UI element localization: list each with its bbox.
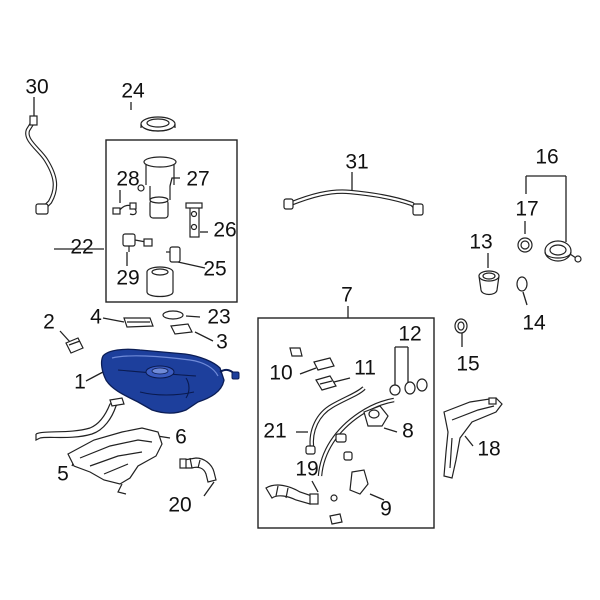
part-1-fuel-tank — [100, 348, 240, 414]
callout-8: 8 — [402, 420, 414, 443]
part-18-panel — [443, 397, 503, 479]
callout-2: 2 — [43, 311, 55, 334]
part-6-heat-shield — [67, 427, 163, 495]
part-2-bracket — [65, 337, 84, 354]
part-12-clamps — [389, 378, 428, 396]
callout-16: 16 — [535, 146, 558, 169]
part-20-hose — [179, 457, 217, 483]
callout-28: 28 — [116, 168, 139, 191]
part-11-bracket — [315, 375, 337, 391]
callout-27: 27 — [186, 168, 209, 191]
callout-12: 12 — [398, 323, 421, 346]
part-23-ring — [162, 310, 184, 320]
part-24-lock-ring — [140, 116, 176, 132]
callout-7: 7 — [341, 284, 353, 307]
callout-4: 4 — [90, 306, 102, 329]
part-10-bracket — [289, 347, 335, 371]
part-21-filler-pipe — [305, 386, 395, 477]
callout-5: 5 — [57, 463, 69, 486]
callout-23: 23 — [207, 306, 230, 329]
leader-lines — [33, 97, 567, 501]
callout-17: 17 — [515, 198, 538, 221]
part-15-gasket — [454, 318, 468, 334]
group-box-22 — [105, 139, 238, 303]
part-28-wiring — [112, 202, 137, 216]
callout-31: 31 — [345, 151, 368, 174]
callout-26: 26 — [213, 219, 236, 242]
callout-9: 9 — [380, 498, 392, 521]
callout-15: 15 — [456, 353, 479, 376]
part-3-clip — [170, 323, 193, 335]
part-5-tank-strap — [35, 397, 125, 441]
part-25-pump — [146, 246, 181, 298]
callout-14: 14 — [522, 312, 546, 335]
callout-1: 1 — [74, 371, 86, 394]
part-31-vapor-tube — [283, 189, 424, 216]
callout-18: 18 — [477, 438, 500, 461]
callout-6: 6 — [175, 426, 187, 449]
callout-10: 10 — [269, 362, 292, 385]
part-30-sensor-harness — [25, 115, 58, 215]
part-13-housing — [478, 270, 500, 296]
callout-29: 29 — [116, 267, 139, 290]
part-8-neck — [363, 405, 389, 427]
part-14-o-ring — [516, 276, 528, 292]
part-19-hose — [265, 484, 319, 505]
callout-22: 22 — [70, 236, 93, 259]
part-4-pad — [123, 317, 154, 328]
callout-20: 20 — [168, 494, 191, 517]
part-26-filter — [185, 202, 203, 238]
callout-19: 19 — [295, 458, 318, 481]
callout-11: 11 — [354, 357, 376, 380]
part-29-sender — [122, 233, 153, 252]
callout-21: 21 — [263, 420, 286, 443]
callout-13: 13 — [469, 231, 492, 254]
callout-25: 25 — [203, 258, 226, 281]
callout-24: 24 — [121, 80, 145, 103]
callout-3: 3 — [216, 331, 228, 354]
part-27-pump-module — [137, 156, 177, 219]
part-16-fuel-cap — [544, 240, 582, 263]
part-9-bracket — [329, 469, 369, 525]
group-box-7 — [257, 317, 435, 529]
part-17-gasket — [517, 237, 533, 253]
callout-30: 30 — [25, 76, 48, 99]
